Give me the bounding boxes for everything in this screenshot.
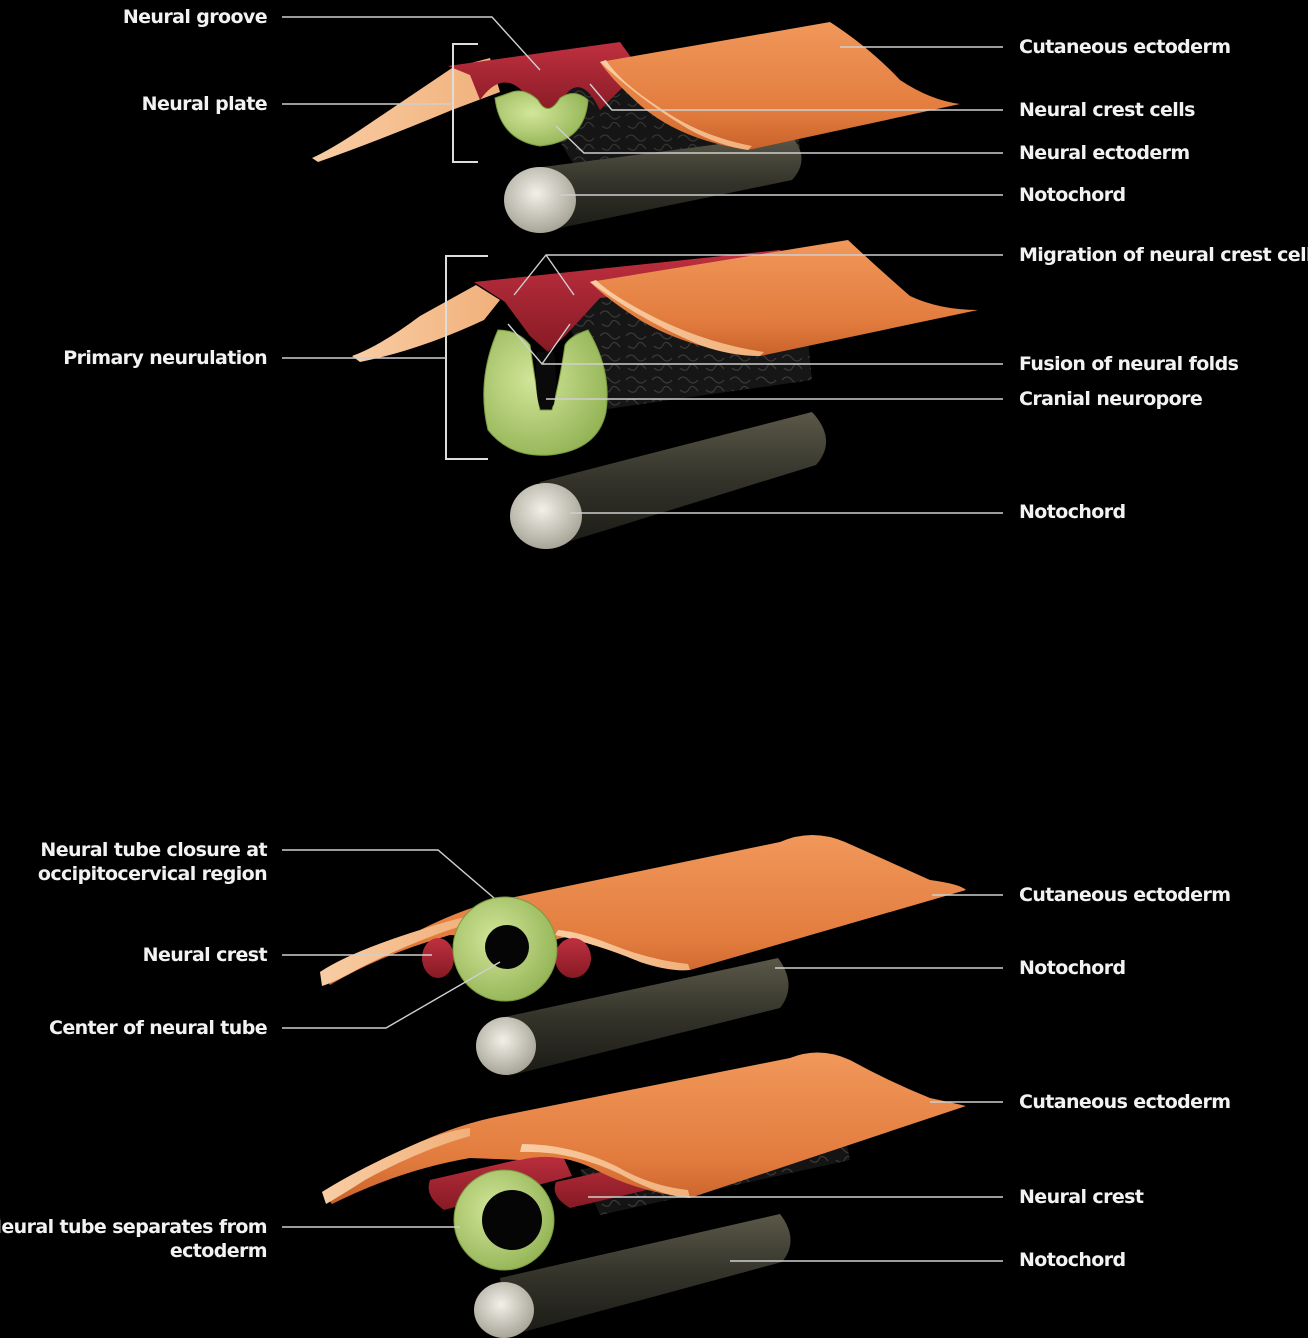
label-notochord-1: Notochord — [1019, 183, 1126, 207]
label-notochord-2: Notochord — [1019, 500, 1126, 524]
label-cutaneous-ectoderm-3: Cutaneous ectoderm — [1019, 1090, 1230, 1114]
label-cutaneous-ectoderm-2: Cutaneous ectoderm — [1019, 883, 1230, 907]
neural-tube-center-4 — [482, 1190, 542, 1250]
label-notochord-4: Notochord — [1019, 1248, 1126, 1272]
label-fusion-neural-folds: Fusion of neural folds — [1019, 352, 1238, 376]
label-notochord-3: Notochord — [1019, 956, 1126, 980]
neural-crest-blob-right-3 — [555, 938, 591, 978]
label-tube-closure: Neural tube closure at occipitocervical … — [38, 838, 267, 886]
label-tube-closure-line2: occipitocervical region — [38, 862, 267, 886]
notochord-end-1 — [504, 167, 576, 233]
stage-1-neural-plate — [312, 22, 960, 233]
label-neural-crest-2: Neural crest — [1019, 1185, 1143, 1209]
leader-tube-closure — [282, 850, 494, 898]
label-cranial-neuropore: Cranial neuropore — [1019, 387, 1202, 411]
label-tube-separates: Neural tube separates from ectoderm — [0, 1215, 267, 1263]
label-neural-ectoderm: Neural ectoderm — [1019, 141, 1190, 165]
label-neural-groove: Neural groove — [123, 5, 267, 29]
cutaneous-ectoderm-left-2 — [352, 285, 500, 362]
stage-4-tube-separation — [322, 1052, 966, 1338]
notochord-end-3 — [476, 1017, 536, 1075]
label-neural-crest-cells: Neural crest cells — [1019, 98, 1195, 122]
label-tube-closure-line1: Neural tube closure at — [38, 838, 267, 862]
label-neural-crest-1: Neural crest — [143, 943, 267, 967]
label-neural-plate: Neural plate — [142, 92, 267, 116]
neural-tube-center-3 — [485, 925, 529, 969]
label-tube-separates-line1: Neural tube separates from — [0, 1215, 267, 1239]
notochord-end-2 — [510, 483, 582, 549]
label-tube-separates-line2: ectoderm — [0, 1239, 267, 1263]
label-cutaneous-ectoderm-1: Cutaneous ectoderm — [1019, 35, 1230, 59]
label-center-neural-tube: Center of neural tube — [49, 1016, 267, 1040]
label-migration-neural-crest: Migration of neural crest cells — [1019, 243, 1308, 267]
neural-crest-blob-left-3 — [422, 938, 454, 978]
notochord-end-4 — [474, 1282, 534, 1338]
label-primary-neurulation: Primary neurulation — [63, 346, 267, 370]
